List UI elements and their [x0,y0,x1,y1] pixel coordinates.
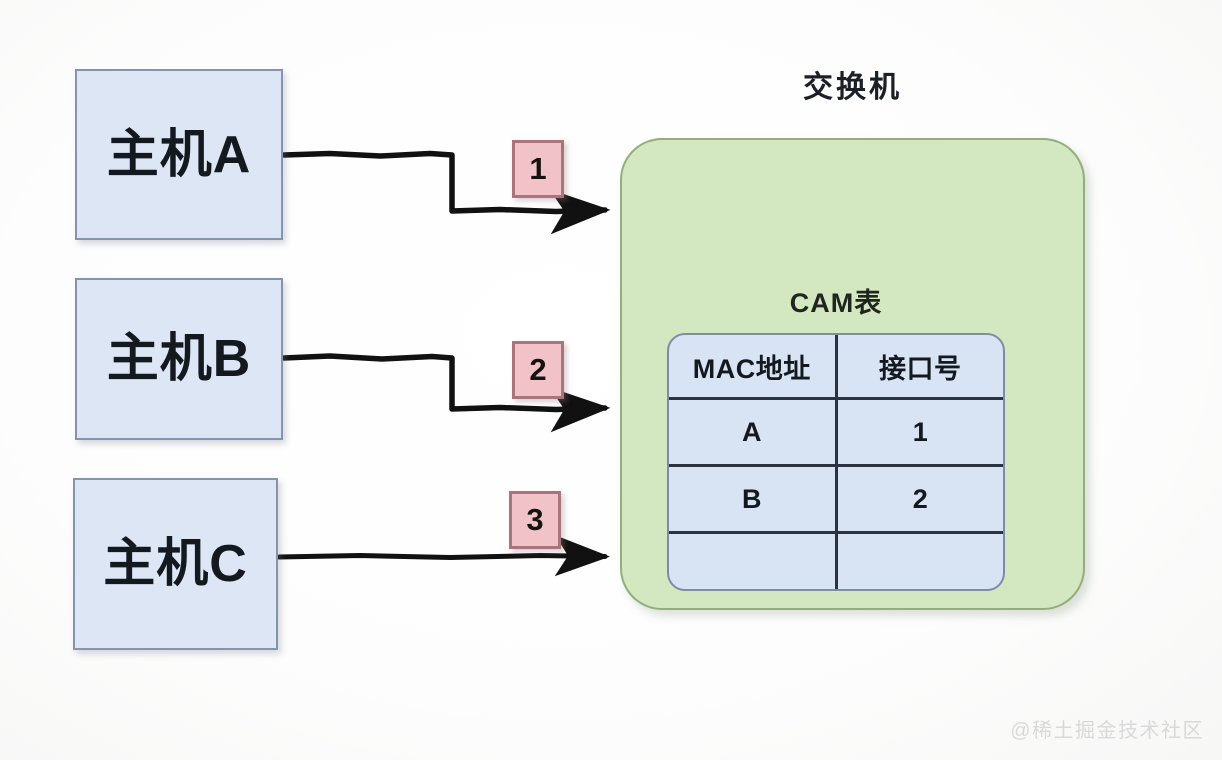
host-label-a: 主机A [106,125,252,184]
cam-table[interactable]: MAC地址 接口号 A 1 B 2 [667,333,1005,591]
host-box-b[interactable]: 主机B [75,278,283,440]
port-badge-1[interactable]: 1 [512,140,564,198]
cell-port: 1 [836,398,1003,467]
port-badge-1-label: 1 [529,151,547,186]
host-label-b: 主机B [106,330,252,388]
port-badge-3[interactable]: 3 [509,491,561,549]
watermark: @稀土掘金技术社区 [1010,720,1204,742]
column-header-mac: MAC地址 [669,335,838,400]
cell-port [836,533,1003,590]
table-header-row: MAC地址 接口号 [669,335,1003,400]
cell-mac: A [669,398,838,467]
table-row[interactable] [669,532,1003,590]
cell-port: 2 [836,465,1003,534]
column-header-port: 接口号 [836,335,1003,400]
port-badge-3-label: 3 [526,502,544,537]
table-row[interactable]: A 1 [669,398,1003,467]
port-badge-2-label: 2 [529,352,547,387]
host-box-a[interactable]: 主机A [75,69,283,240]
cell-mac: B [669,465,838,534]
host-box-c[interactable]: 主机C [73,478,278,650]
table-row[interactable]: B 2 [669,465,1003,534]
switch-title: 交换机 [803,71,902,104]
cell-mac [669,532,838,589]
cam-table-title: CAM表 [789,288,883,318]
host-label-c: 主机C [103,535,248,593]
port-badge-2[interactable]: 2 [512,341,564,399]
wire-host-c [276,535,610,577]
